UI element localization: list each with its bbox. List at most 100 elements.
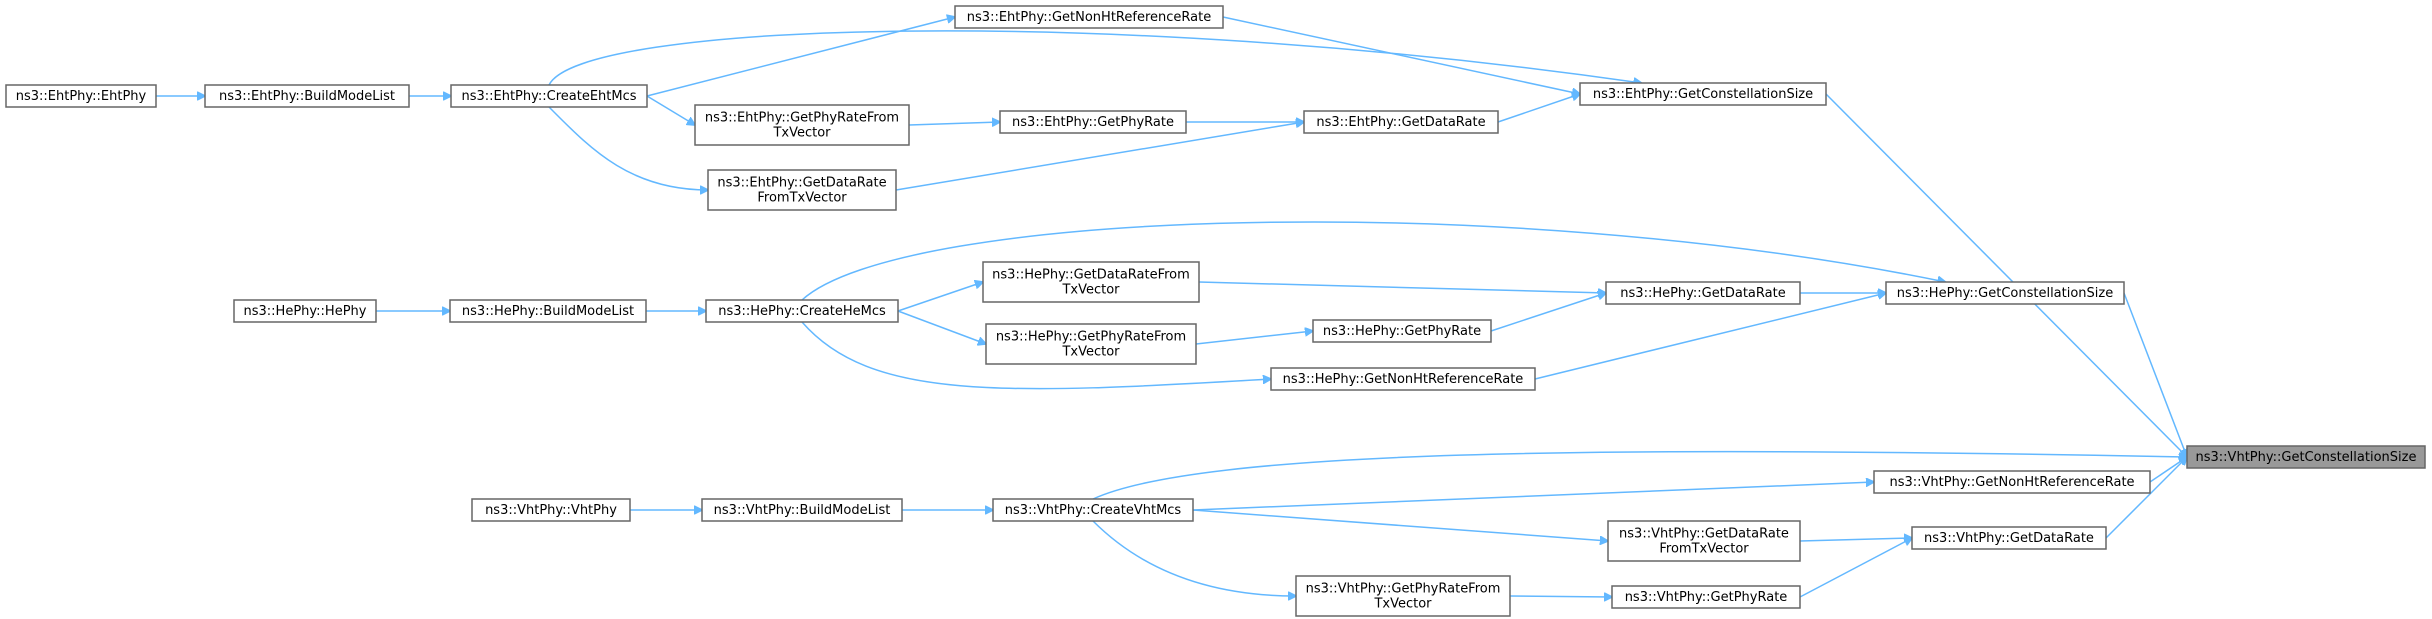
node-he_getdatarate[interactable]: ns3::HePhy::GetDataRate: [1605, 281, 1801, 305]
node-box: [985, 323, 1197, 365]
node-label: ns3::EhtPhy::GetDataRate: [1316, 115, 1485, 130]
edge-vht_getphyratefromtx-to-vht_createmcs: [1092, 520, 1296, 596]
edge-vht_getphyrate-to-vht_getphyratefromtx: [1509, 596, 1612, 597]
node-label: ns3::VhtPhy::GetPhyRateFrom: [1306, 582, 1501, 597]
node-label: ns3::HePhy::GetPhyRate: [1323, 324, 1481, 339]
node-label: ns3::EhtPhy::BuildModeList: [219, 89, 395, 104]
node-label: ns3::HePhy::CreateHeMcs: [718, 304, 886, 319]
node-label: TxVector: [1373, 597, 1432, 612]
node-label: ns3::EhtPhy::GetConstellationSize: [1593, 87, 1813, 102]
edge-eht_getconst-to-eht_getnonht: [1222, 16, 1580, 94]
edges-layer: [156, 17, 2187, 597]
edge-eht_getdatarate-to-eht_getdataratefromtx: [895, 122, 1304, 191]
node-he_getconst[interactable]: ns3::HePhy::GetConstellationSize: [1885, 281, 2125, 305]
node-label: ns3::EhtPhy::EhtPhy: [16, 89, 147, 104]
node-box: [982, 261, 1200, 303]
node-vht_ctor[interactable]: ns3::VhtPhy::VhtPhy: [471, 498, 631, 522]
edge-vht_getconst-to-vht_getdatarate: [2105, 457, 2187, 539]
node-box: [707, 169, 897, 211]
node-eht_buildmodelist[interactable]: ns3::EhtPhy::BuildModeList: [204, 84, 410, 108]
edge-vht_getnonht-to-vht_createmcs: [1192, 482, 1874, 511]
node-label: ns3::VhtPhy::GetPhyRate: [1625, 590, 1788, 605]
node-box: [701, 498, 903, 522]
node-label: ns3::VhtPhy::GetConstellationSize: [2196, 450, 2417, 465]
node-box: [999, 110, 1187, 134]
edge-eht_getphyrate-to-eht_getphyratefromtx: [908, 122, 1000, 125]
node-eht_getdatarate[interactable]: ns3::EhtPhy::GetDataRate: [1303, 110, 1499, 134]
node-label: ns3::EhtPhy::GetNonHtReferenceRate: [967, 10, 1211, 25]
node-box: [204, 84, 410, 108]
node-vht_getnonht[interactable]: ns3::VhtPhy::GetNonHtReferenceRate: [1873, 470, 2151, 494]
node-eht_getnonht[interactable]: ns3::EhtPhy::GetNonHtReferenceRate: [954, 5, 1224, 29]
edge-vht_getdatarate-to-vht_getphyrate: [1799, 538, 1912, 598]
node-label: ns3::HePhy::GetPhyRateFrom: [996, 330, 1186, 345]
node-eht_ctor[interactable]: ns3::EhtPhy::EhtPhy: [5, 84, 157, 108]
node-box: [705, 299, 899, 323]
node-eht_getphyrate[interactable]: ns3::EhtPhy::GetPhyRate: [999, 110, 1187, 134]
nodes-layer: ns3::VhtPhy::GetConstellationSize ns3::Eh…: [5, 5, 2426, 617]
node-box: [1605, 281, 1801, 305]
node-label: ns3::VhtPhy::VhtPhy: [485, 503, 617, 518]
node-box: [5, 84, 157, 108]
node-he_buildmodelist[interactable]: ns3::HePhy::BuildModeList: [449, 299, 647, 323]
node-label: ns3::EhtPhy::GetPhyRate: [1012, 115, 1174, 130]
node-label: ns3::HePhy::GetDataRateFrom: [992, 268, 1190, 283]
edge-eht_getconst-to-eht_createmcs: [548, 30, 1642, 85]
node-box: [1885, 281, 2125, 305]
edge-vht_getdatarate-to-vht_getdataratefromtx: [1799, 538, 1912, 541]
node-box: [1312, 319, 1492, 343]
edge-he_getconst-to-he_createmcs: [801, 221, 1946, 301]
node-box: [1295, 575, 1511, 617]
node-label: TxVector: [1061, 283, 1120, 298]
edge-eht_getnonht-to-eht_createmcs: [646, 17, 955, 97]
node-label: FromTxVector: [1659, 542, 1749, 557]
node-box: [1607, 520, 1801, 562]
node-label: ns3::VhtPhy::BuildModeList: [714, 503, 891, 518]
node-box: [954, 5, 1224, 29]
edge-vht_getconst-to-he_getconst: [2123, 292, 2187, 457]
edge-he_getnonht-to-he_createmcs: [801, 321, 1271, 390]
node-label: ns3::HePhy::HePhy: [244, 304, 367, 319]
node-vht_createmcs[interactable]: ns3::VhtPhy::CreateVhtMcs: [992, 498, 1194, 522]
node-box: [1611, 585, 1801, 609]
node-label: ns3::EhtPhy::CreateEhtMcs: [461, 89, 636, 104]
node-label: ns3::HePhy::GetDataRate: [1620, 286, 1785, 301]
node-vht_getdatarate[interactable]: ns3::VhtPhy::GetDataRate: [1911, 526, 2107, 550]
node-box: [694, 104, 910, 146]
node-box: [2186, 445, 2426, 469]
edge-vht_getconst-to-vht_createmcs: [1092, 450, 2187, 500]
node-label: ns3::VhtPhy::GetDataRate: [1619, 527, 1789, 542]
edge-eht_getphyratefromtx-to-eht_createmcs: [646, 95, 695, 125]
node-vht_getconst[interactable]: ns3::VhtPhy::GetConstellationSize: [2186, 445, 2426, 469]
node-box: [1579, 82, 1827, 106]
edge-vht_getconst-to-eht_getconst: [1825, 93, 2187, 457]
node-box: [1911, 526, 2107, 550]
node-he_ctor[interactable]: ns3::HePhy::HePhy: [233, 299, 377, 323]
node-vht_buildmodelist[interactable]: ns3::VhtPhy::BuildModeList: [701, 498, 903, 522]
node-label: ns3::HePhy::GetConstellationSize: [1897, 286, 2114, 301]
node-label: ns3::EhtPhy::GetDataRate: [717, 176, 886, 191]
node-label: ns3::VhtPhy::CreateVhtMcs: [1005, 503, 1182, 518]
edge-he_getdatarate-to-he_getphyrate: [1490, 293, 1606, 332]
node-eht_createmcs[interactable]: ns3::EhtPhy::CreateEhtMcs: [450, 84, 648, 108]
node-he_getnonht[interactable]: ns3::HePhy::GetNonHtReferenceRate: [1270, 367, 1536, 391]
edge-he_getdataratefromtx-to-he_createmcs: [897, 282, 983, 312]
node-box: [992, 498, 1194, 522]
edge-vht_getdataratefromtx-to-vht_createmcs: [1192, 509, 1608, 541]
node-box: [471, 498, 631, 522]
node-eht_getconst[interactable]: ns3::EhtPhy::GetConstellationSize: [1579, 82, 1827, 106]
edge-he_getphyrate-to-he_getphyratefromtx: [1195, 331, 1313, 345]
node-he_getphyrate[interactable]: ns3::HePhy::GetPhyRate: [1312, 319, 1492, 343]
node-label: ns3::HePhy::BuildModeList: [462, 304, 634, 319]
edge-he_getconst-to-he_getnonht: [1534, 293, 1886, 380]
node-he_createmcs[interactable]: ns3::HePhy::CreateHeMcs: [705, 299, 899, 323]
node-vht_getphyrate[interactable]: ns3::VhtPhy::GetPhyRate: [1611, 585, 1801, 609]
node-box: [1270, 367, 1536, 391]
